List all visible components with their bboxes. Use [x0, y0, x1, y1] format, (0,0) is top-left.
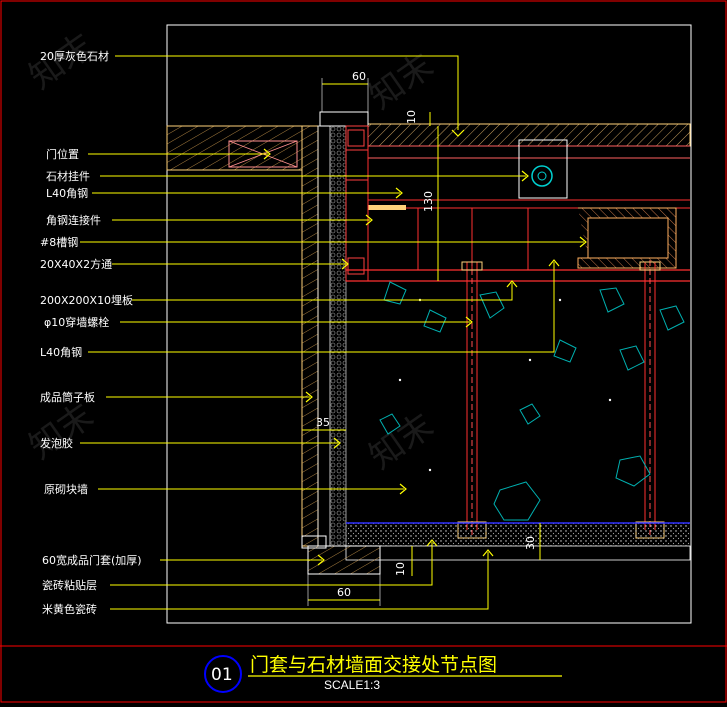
label-foam-glue: 发泡胶 [40, 436, 73, 450]
jamb-board [301, 111, 406, 547]
label-block-wall: 原砌块墙 [44, 482, 88, 496]
dimensions: 60 10 130 35 10 60 30 [302, 70, 541, 606]
title-block: 01 门套与石材墙面交接处节点图 SCALE1:3 [204, 654, 562, 693]
label-jamb-board: 成品筒子板 [40, 390, 95, 404]
floor-layers [301, 522, 691, 575]
svg-text:知末: 知末 [362, 406, 441, 478]
stone-slab [367, 123, 691, 209]
steel-frame [346, 146, 690, 539]
watermark-group: 知末 知末 知末 知末 [22, 26, 441, 478]
drawing-title: 门套与石材墙面交接处节点图 [250, 654, 497, 676]
label-door-casing: 60宽成品门套(加厚) [42, 553, 142, 567]
dim-top-width: 60 [352, 70, 366, 83]
dim-wall: 35 [316, 416, 330, 429]
label-beige-tile: 米黄色瓷砖 [42, 602, 97, 616]
label-stone-hanger: 石材挂件 [46, 169, 90, 183]
drawing-scale: SCALE1:3 [324, 678, 380, 692]
label-angle-connector: 角钢连接件 [46, 214, 101, 227]
drawing-number: 01 [211, 665, 233, 685]
label-embedded-plate: 200X200X10埋板 [40, 293, 133, 307]
label-door-position: 门位置 [46, 147, 79, 161]
label-square-tube: 20X40X2方通 [40, 257, 112, 271]
label-angle-steel-2: L40角钢 [40, 346, 82, 359]
svg-text:知末: 知末 [22, 396, 101, 468]
dim-height: 130 [422, 191, 435, 212]
label-channel-steel: #8槽钢 [40, 236, 78, 249]
callouts: 20厚灰色石材 门位置 石材挂件 L40角钢 角钢连接件 #8槽钢 20X40X… [40, 49, 587, 616]
dim-bottom-width: 60 [337, 586, 351, 599]
concrete-wall [379, 281, 685, 521]
door-panel [166, 125, 303, 171]
label-tile-adhesive: 瓷砖粘贴层 [42, 578, 97, 592]
label-through-bolt: φ10穿墙螺栓 [44, 315, 109, 329]
dim-top-gap: 10 [405, 110, 418, 124]
stone-hanger [518, 139, 568, 199]
dim-floor: 30 [524, 536, 537, 550]
label-angle-steel-1: L40角钢 [46, 187, 88, 200]
dim-bottom-gap: 10 [394, 562, 407, 576]
label-grey-stone: 20厚灰色石材 [40, 49, 109, 63]
